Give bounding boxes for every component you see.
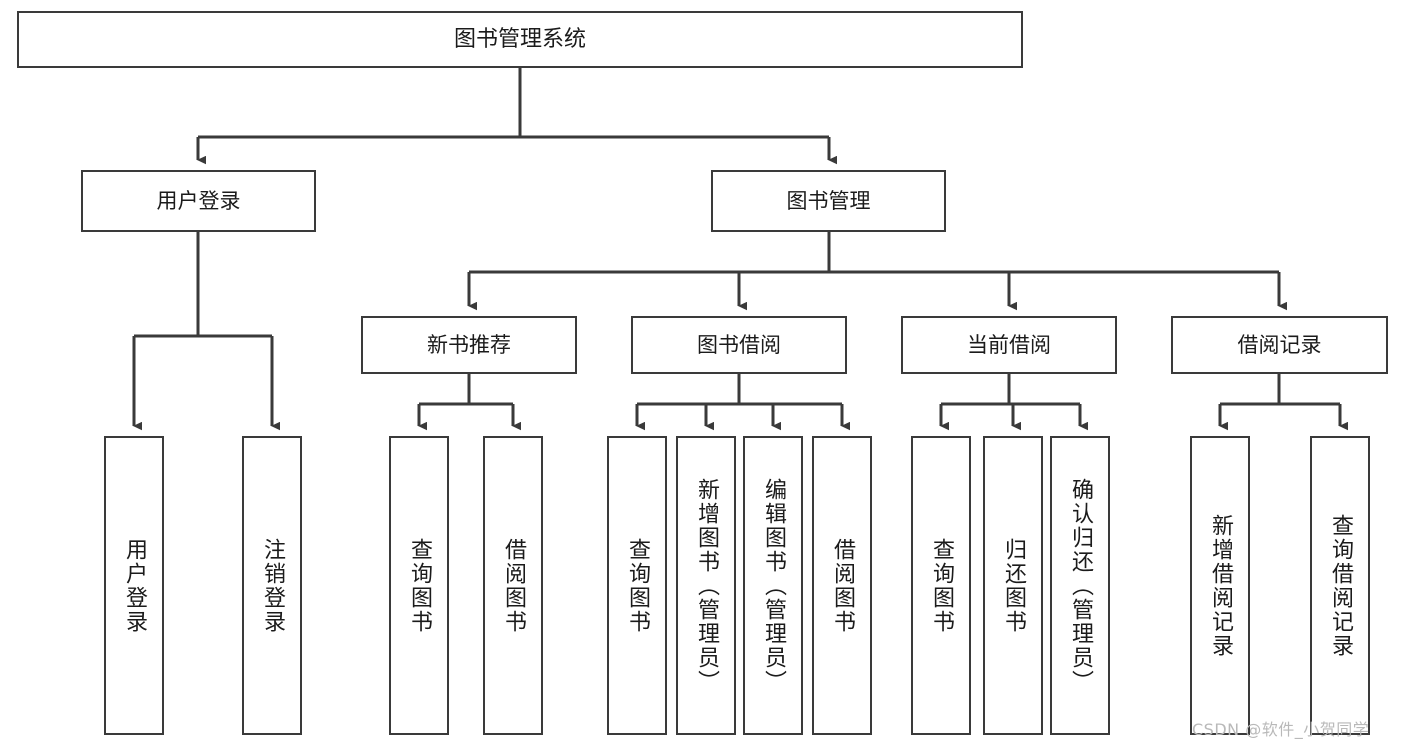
node-leaf-add-record[interactable]: 新增借阅记录 xyxy=(1190,436,1250,735)
node-leaf-query-book-2[interactable]: 查询图书 xyxy=(607,436,667,735)
node-leaf-query-book-1-label: 查询图书 xyxy=(407,537,432,634)
node-new-book-recommend-label: 新书推荐 xyxy=(427,332,511,357)
node-leaf-logout-label: 注销登录 xyxy=(260,537,285,634)
node-leaf-query-record-label: 查询借阅记录 xyxy=(1328,513,1353,658)
node-new-book-recommend[interactable]: 新书推荐 xyxy=(361,316,577,374)
node-leaf-borrow-book-2-label: 借阅图书 xyxy=(830,537,855,634)
node-current-borrow-label: 当前借阅 xyxy=(967,332,1051,357)
node-leaf-add-book[interactable]: 新增图书（管理员） xyxy=(676,436,736,735)
node-book-borrow-label: 图书借阅 xyxy=(697,332,781,357)
node-leaf-confirm-return[interactable]: 确认归还（管理员） xyxy=(1050,436,1110,735)
node-book-manage-label: 图书管理 xyxy=(786,188,871,213)
node-leaf-query-book-1[interactable]: 查询图书 xyxy=(389,436,449,735)
node-user-login[interactable]: 用户登录 xyxy=(81,170,316,232)
node-leaf-query-record[interactable]: 查询借阅记录 xyxy=(1310,436,1370,735)
node-user-login-label: 用户登录 xyxy=(156,188,241,213)
node-leaf-borrow-book-1-label: 借阅图书 xyxy=(501,537,526,634)
node-leaf-logout[interactable]: 注销登录 xyxy=(242,436,302,735)
node-leaf-query-book-3[interactable]: 查询图书 xyxy=(911,436,971,735)
node-leaf-user-login[interactable]: 用户登录 xyxy=(104,436,164,735)
node-borrow-record-label: 借阅记录 xyxy=(1237,332,1322,357)
node-root[interactable]: 图书管理系统 xyxy=(17,11,1023,68)
node-leaf-add-record-label: 新增借阅记录 xyxy=(1208,513,1233,658)
node-leaf-confirm-return-label: 确认归还（管理员） xyxy=(1068,477,1093,694)
node-book-borrow[interactable]: 图书借阅 xyxy=(631,316,847,374)
node-leaf-user-login-label: 用户登录 xyxy=(122,537,147,634)
csdn-watermark: CSDN @软件_小贺同学 xyxy=(1192,720,1370,739)
node-leaf-query-book-2-label: 查询图书 xyxy=(625,537,650,634)
node-leaf-return-book[interactable]: 归还图书 xyxy=(983,436,1043,735)
node-leaf-query-book-3-label: 查询图书 xyxy=(929,537,954,634)
node-current-borrow[interactable]: 当前借阅 xyxy=(901,316,1117,374)
node-book-manage[interactable]: 图书管理 xyxy=(711,170,946,232)
node-leaf-edit-book[interactable]: 编辑图书（管理员） xyxy=(743,436,803,735)
node-leaf-add-book-label: 新增图书（管理员） xyxy=(694,477,719,694)
node-leaf-return-book-label: 归还图书 xyxy=(1001,537,1026,634)
node-leaf-edit-book-label: 编辑图书（管理员） xyxy=(761,477,786,694)
node-leaf-borrow-book-1[interactable]: 借阅图书 xyxy=(483,436,543,735)
node-root-label: 图书管理系统 xyxy=(453,26,586,52)
node-borrow-record[interactable]: 借阅记录 xyxy=(1171,316,1388,374)
node-leaf-borrow-book-2[interactable]: 借阅图书 xyxy=(812,436,872,735)
